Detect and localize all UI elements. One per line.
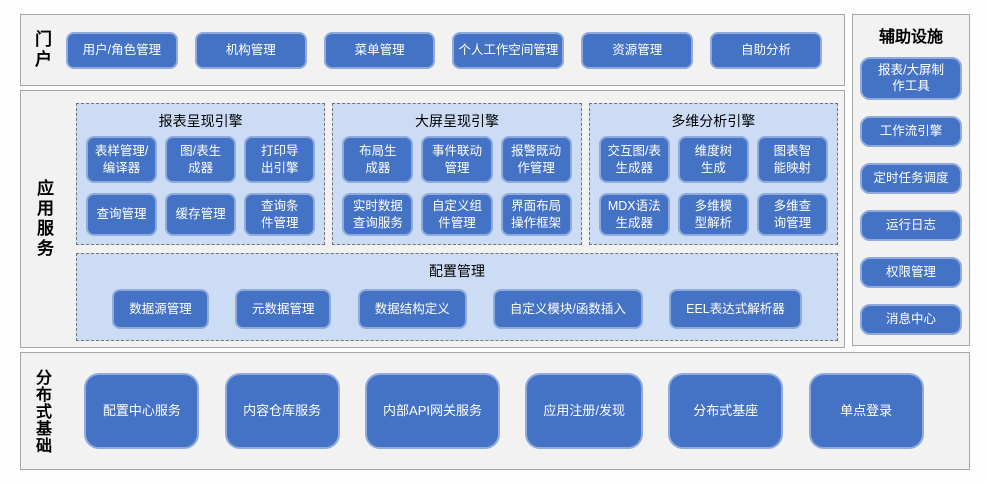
node-eel-expression-parser: EEL表达式解析器 — [669, 289, 802, 329]
node-realtime-data-query-service: 实时数据 查询服务 — [342, 193, 414, 236]
node-single-sign-on: 单点登录 — [808, 373, 924, 449]
node-app-register-discovery: 应用注册/发现 — [525, 373, 643, 449]
node-event-linkage-mgmt: 事件联动 管理 — [421, 136, 493, 184]
node-datasource-mgmt: 数据源管理 — [112, 289, 209, 329]
node-distributed-base: 分布式基座 — [668, 373, 784, 449]
node-run-log: 运行日志 — [860, 209, 962, 241]
node-alarm-action-mgmt: 报警既动 作管理 — [500, 136, 572, 184]
engine-panels: 报表呈现引擎 表样管理/ 编译器 图/表生 成器 打印导 出引擎 查询管理 缓存… — [76, 103, 838, 245]
node-custom-module-function-insert: 自定义模块/函数插入 — [492, 289, 643, 329]
app-services-section: 应用服务 报表呈现引擎 表样管理/ 编译器 图/表生 成器 打印导 出引擎 查询… — [20, 90, 845, 348]
node-custom-component-mgmt: 自定义组 件管理 — [421, 193, 493, 236]
node-internal-api-gateway-service: 内部API网关服务 — [365, 373, 500, 449]
auxiliary-section: 辅助设施 报表/大屏制 作工具 工作流引擎 定时任务调度 运行日志 权限管理 消… — [852, 14, 970, 346]
node-org-mgmt: 机构管理 — [194, 31, 307, 69]
app-services-section-label: 应用服务 — [34, 179, 53, 259]
foundation-section: 分布式基础 配置中心服务 内容仓库服务 内部API网关服务 应用注册/发现 分布… — [20, 352, 970, 470]
bigscreen-render-engine-panel: 大屏呈现引擎 布局生 成器 事件联动 管理 报警既动 作管理 实时数据 查询服务… — [332, 103, 582, 245]
node-multidim-model-parsing: 多维模 型解析 — [677, 193, 749, 236]
node-chart-table-generator: 图/表生 成器 — [165, 136, 237, 184]
node-user-role-mgmt: 用户/角色管理 — [66, 31, 178, 69]
node-query-condition-mgmt: 查询条 件管理 — [244, 193, 316, 236]
node-metadata-mgmt: 元数据管理 — [234, 289, 332, 329]
auxiliary-nodes: 报表/大屏制 作工具 工作流引擎 定时任务调度 运行日志 权限管理 消息中心 — [860, 57, 962, 335]
node-dimension-tree-generation: 维度树 生成 — [677, 136, 749, 184]
node-self-service-analysis: 自助分析 — [710, 31, 822, 69]
multidim-analysis-engine-title: 多维分析引擎 — [671, 113, 756, 129]
config-mgmt-title: 配置管理 — [429, 263, 485, 279]
node-workflow-engine: 工作流引擎 — [860, 115, 962, 147]
auxiliary-section-title: 辅助设施 — [878, 29, 943, 46]
node-layout-generator: 布局生 成器 — [342, 136, 414, 184]
node-mdx-syntax-generator: MDX语法 生成器 — [598, 193, 670, 236]
foundation-nodes: 配置中心服务 内容仓库服务 内部API网关服务 应用注册/发现 分布式基座 单点… — [59, 373, 949, 449]
portal-section: 门户 用户/角色管理 机构管理 菜单管理 个人工作空间管理 资源管理 自助分析 — [20, 14, 845, 86]
multidim-analysis-engine-panel: 多维分析引擎 交互图/表 生成器 维度树 生成 图表智 能映射 MDX语法 生成… — [588, 103, 838, 245]
node-report-bigscreen-authoring-tool: 报表/大屏制 作工具 — [860, 57, 962, 100]
node-query-mgmt: 查询管理 — [86, 193, 158, 236]
portal-nodes: 用户/角色管理 机构管理 菜单管理 个人工作空间管理 资源管理 自助分析 — [66, 31, 822, 69]
node-content-repository-service: 内容仓库服务 — [224, 373, 340, 449]
node-chart-smart-mapping: 图表智 能映射 — [756, 136, 828, 184]
node-ui-layout-operation-framework: 界面布局 操作框架 — [500, 193, 572, 236]
foundation-section-label: 分布式基础 — [33, 368, 50, 454]
node-data-structure-definition: 数据结构定义 — [357, 289, 467, 329]
portal-section-label: 门户 — [32, 30, 51, 70]
node-permission-mgmt: 权限管理 — [860, 256, 962, 288]
report-render-engine-title: 报表呈现引擎 — [158, 113, 243, 129]
node-config-center-service: 配置中心服务 — [84, 373, 200, 449]
node-resource-mgmt: 资源管理 — [581, 31, 694, 69]
node-multidim-query-mgmt: 多维查 询管理 — [756, 193, 828, 236]
node-cache-mgmt: 缓存管理 — [165, 193, 237, 236]
node-menu-mgmt: 菜单管理 — [323, 31, 436, 69]
report-render-engine-panel: 报表呈现引擎 表样管理/ 编译器 图/表生 成器 打印导 出引擎 查询管理 缓存… — [76, 103, 326, 245]
node-interactive-chart-table-generator: 交互图/表 生成器 — [598, 136, 670, 184]
node-report-style-mgmt-compiler: 表样管理/ 编译器 — [86, 136, 158, 184]
node-personal-workspace-mgmt: 个人工作空间管理 — [452, 31, 565, 69]
node-message-center: 消息中心 — [860, 303, 962, 335]
config-mgmt-panel: 配置管理 数据源管理 元数据管理 数据结构定义 自定义模块/函数插入 EEL表达… — [76, 253, 838, 341]
bigscreen-render-engine-title: 大屏呈现引擎 — [414, 113, 499, 129]
node-print-export-engine: 打印导 出引擎 — [244, 136, 316, 184]
node-scheduled-task-dispatch: 定时任务调度 — [860, 162, 962, 194]
